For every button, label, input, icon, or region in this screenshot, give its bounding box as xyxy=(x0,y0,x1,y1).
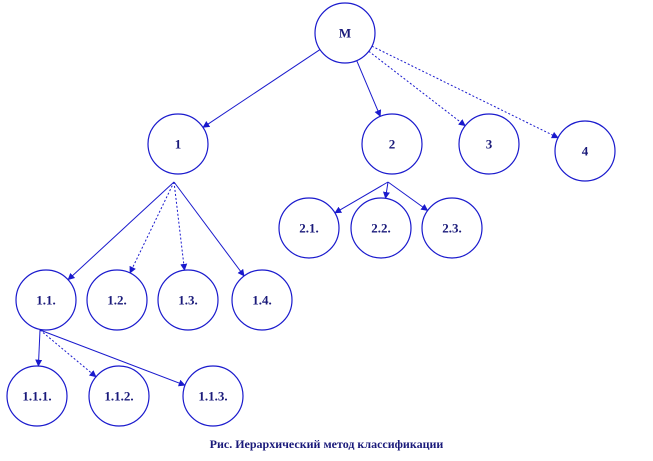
node-circle-2-3 xyxy=(421,197,483,259)
nodes-layer: М 1 2 3 4 1.1. 1.2. 1.3. 1.4. 2.1. 2.2. 2.3. 1.1.1. 1… xyxy=(6,2,616,427)
node-label-2-2: 2.2. xyxy=(371,221,391,236)
node-2-3: 2.3. xyxy=(421,197,483,259)
edge-2-to-2-2 xyxy=(382,181,390,199)
node-2: 2 xyxy=(361,113,423,175)
node-circle-1-4 xyxy=(231,269,293,331)
node-circle-2-1 xyxy=(278,197,340,259)
figure-caption: Рис. Иерархический метод классификации xyxy=(209,437,444,451)
edge-1-to-1-2 xyxy=(129,181,175,274)
node-circle-4 xyxy=(554,120,616,182)
node-2-1: 2.1. xyxy=(278,197,340,259)
edge-2-to-2-3 xyxy=(387,181,429,211)
node-1-3: 1.3. xyxy=(157,269,219,331)
node-label-4: 4 xyxy=(582,144,589,159)
edge-M-to-2 xyxy=(356,60,382,118)
edge-M-to-4 xyxy=(371,45,559,139)
edge-1-1-to-1-1-2 xyxy=(39,329,97,378)
node-circle-1-1-1 xyxy=(6,365,68,427)
node-4: 4 xyxy=(554,120,616,182)
node-label-1-3: 1.3. xyxy=(178,293,198,308)
node-circle-1-3 xyxy=(157,269,219,331)
node-1-1-2: 1.1.2. xyxy=(88,365,150,427)
node-label-3: 3 xyxy=(486,137,493,152)
node-1-2: 1.2. xyxy=(86,269,148,331)
edge-1-to-1-3 xyxy=(173,181,188,271)
node-circle-1-2 xyxy=(86,269,148,331)
node-label-1-1-3: 1.1.3. xyxy=(198,389,227,404)
node-circle-3 xyxy=(458,113,520,175)
node-circle-1 xyxy=(147,113,209,175)
node-1-1-3: 1.1.3. xyxy=(182,365,244,427)
node-label-1-1: 1.1. xyxy=(36,293,56,308)
node-circle-2-2 xyxy=(350,197,412,259)
node-label-M: М xyxy=(339,26,351,41)
node-M: М xyxy=(314,2,376,64)
node-3: 3 xyxy=(458,113,520,175)
node-label-1: 1 xyxy=(175,137,182,152)
edges-layer xyxy=(35,45,559,387)
node-label-2: 2 xyxy=(389,137,396,152)
edge-1-to-1-4 xyxy=(173,181,245,277)
node-circle-1-1-3 xyxy=(182,365,244,427)
edge-1-1-to-1-1-3 xyxy=(39,329,186,387)
edge-2-to-2-1 xyxy=(334,181,389,214)
node-label-1-1-1: 1.1.1. xyxy=(22,389,51,404)
node-1-1: 1.1. xyxy=(15,269,77,331)
node-circle-1-1 xyxy=(15,269,77,331)
node-1-1-1: 1.1.1. xyxy=(6,365,68,427)
edge-1-to-1-1 xyxy=(67,181,175,281)
node-label-1-2: 1.2. xyxy=(107,293,127,308)
node-label-2-1: 2.1. xyxy=(299,221,319,236)
node-2-2: 2.2. xyxy=(350,197,412,259)
node-label-2-3: 2.3. xyxy=(442,221,462,236)
edge-M-to-1 xyxy=(202,49,321,128)
node-label-1-1-2: 1.1.2. xyxy=(104,389,133,404)
node-circle-2 xyxy=(361,113,423,175)
node-1-4: 1.4. xyxy=(231,269,293,331)
edge-1-1-to-1-1-1 xyxy=(35,329,43,367)
edge-M-to-3 xyxy=(368,50,466,127)
node-circle-M xyxy=(314,2,376,64)
node-label-1-4: 1.4. xyxy=(252,293,272,308)
node-circle-1-1-2 xyxy=(88,365,150,427)
node-1: 1 xyxy=(147,113,209,175)
